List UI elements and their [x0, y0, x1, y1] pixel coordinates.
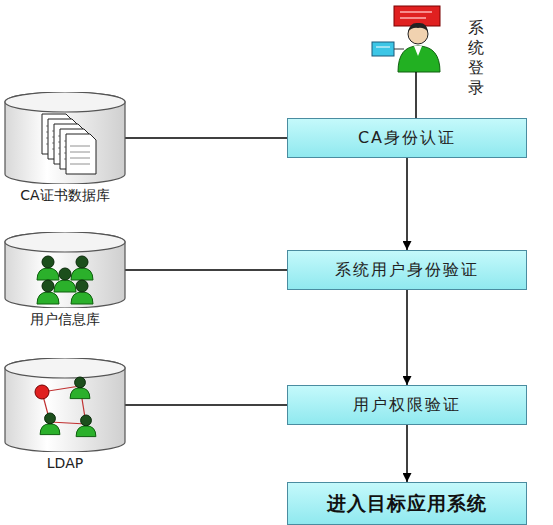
- database-label: 用户信息库: [0, 311, 130, 329]
- cylinder-shape: [4, 232, 126, 308]
- login-caption: 系统登录: [468, 18, 503, 98]
- database-cylinder: CA证书数据库: [4, 92, 126, 206]
- cylinder-shape: [4, 92, 126, 184]
- user-at-computer: [372, 6, 440, 72]
- connector: [406, 158, 408, 250]
- connector: [406, 290, 408, 385]
- process-box: CA身份认证: [287, 118, 527, 158]
- login-line: [415, 72, 417, 118]
- database-cylinder: 用户信息库: [4, 232, 126, 330]
- box-label: 系统用户身份验证: [335, 260, 479, 281]
- cylinder-icon: [35, 377, 96, 437]
- process-box: 系统用户身份验证: [287, 250, 527, 290]
- database-cylinder: LDAP: [4, 358, 126, 474]
- process-box: 进入目标应用系统: [287, 482, 527, 525]
- box-label: 用户权限验证: [353, 395, 461, 416]
- cylinder-icon: [37, 256, 93, 304]
- process-box: 用户权限验证: [287, 385, 527, 425]
- cylinder-shape: [4, 358, 126, 452]
- connector: [125, 137, 287, 139]
- connector: [125, 404, 287, 406]
- connector: [125, 269, 287, 271]
- box-label: 进入目标应用系统: [327, 491, 487, 517]
- database-label: LDAP: [0, 455, 130, 471]
- cylinder-icon: [42, 114, 96, 174]
- database-label: CA证书数据库: [0, 187, 130, 205]
- box-label: CA身份认证: [358, 128, 456, 149]
- connector: [406, 425, 408, 482]
